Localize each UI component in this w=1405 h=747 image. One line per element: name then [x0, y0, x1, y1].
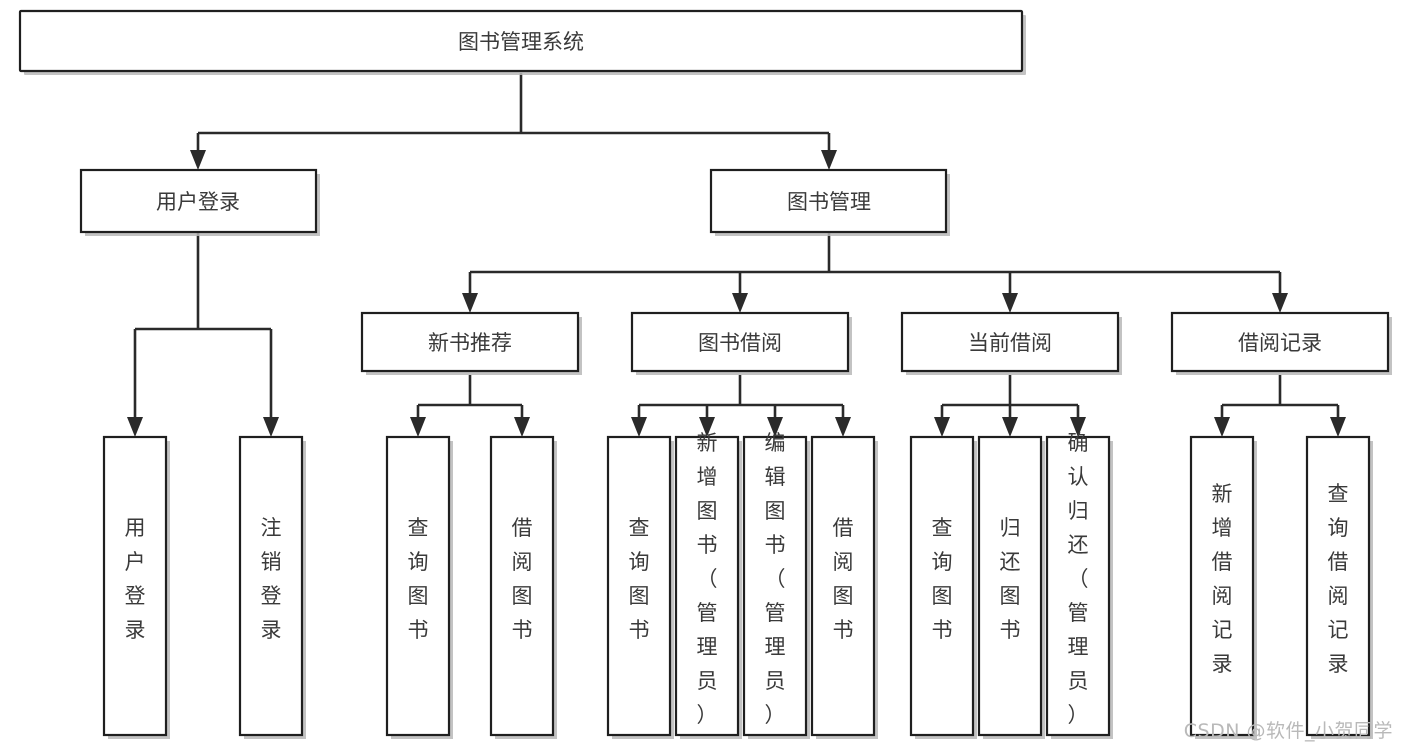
leaf-new-book-0[interactable]: 查询图书	[385, 435, 453, 739]
book-management-label: 图书管理	[787, 190, 871, 214]
leaf-new-book-1[interactable]: 借阅图书	[489, 435, 557, 739]
arrow-newbook-c1	[410, 417, 426, 437]
leaf-new-book-0-box[interactable]	[385, 435, 451, 737]
arrow-current-c1	[934, 417, 950, 437]
leaf-borrow-record-0-label: 新增借阅记录	[1212, 482, 1233, 676]
user-login-box[interactable]	[79, 168, 318, 234]
leaf-current-borrow-1-box[interactable]	[977, 435, 1043, 737]
arrow-root-to-user-login	[190, 150, 206, 170]
leaf-new-book-0-label: 查询图书	[408, 516, 429, 642]
leaf-current-borrow-0-label: 查询图书	[932, 516, 953, 642]
root-label: 图书管理系统	[458, 30, 584, 54]
leaf-user-login-0[interactable]: 用户登录	[102, 435, 170, 739]
book-borrow-label: 图书借阅	[698, 331, 782, 355]
arrow-root-to-book-mgmt	[821, 150, 837, 170]
arrow-current-c2	[1002, 417, 1018, 437]
arrow-userlogin-c1	[127, 417, 143, 437]
leaf-borrow-record-1-box[interactable]	[1305, 435, 1371, 737]
leaf-book-borrow-1[interactable]: 新增图书（管理员）	[674, 431, 742, 739]
leaf-borrow-record-1-label: 查询借阅记录	[1328, 482, 1349, 676]
book-borrow-box[interactable]	[630, 311, 850, 373]
leaf-current-borrow-0[interactable]: 查询图书	[909, 435, 977, 739]
node-borrow-record[interactable]: 借阅记录	[1170, 311, 1392, 375]
arrow-bookmgmt-c3	[1002, 293, 1018, 313]
leaf-book-borrow-1-label: 新增图书（管理员）	[697, 431, 718, 727]
leaf-book-borrow-2-label: 编辑图书（管理员）	[765, 431, 786, 727]
leaf-book-borrow-0[interactable]: 查询图书	[606, 435, 674, 739]
leaf-user-login-1-box[interactable]	[238, 435, 304, 737]
leaf-book-borrow-0-label: 查询图书	[629, 516, 650, 642]
new-book-recommend-label: 新书推荐	[428, 331, 512, 355]
borrow-record-box[interactable]	[1170, 311, 1390, 373]
leaf-borrow-record-1[interactable]: 查询借阅记录	[1305, 435, 1373, 739]
root-box[interactable]	[18, 9, 1024, 73]
current-borrow-box[interactable]	[900, 311, 1120, 373]
node-current-borrow[interactable]: 当前借阅	[900, 311, 1122, 375]
book-management-box[interactable]	[709, 168, 948, 234]
arrow-record-c2	[1330, 417, 1346, 437]
leaf-book-borrow-3[interactable]: 借阅图书	[810, 435, 878, 739]
leaf-book-borrow-3-label: 借阅图书	[833, 516, 854, 642]
arrow-current-c3	[1070, 417, 1086, 437]
connectors-layer	[127, 73, 1346, 437]
node-root[interactable]: 图书管理系统	[18, 9, 1026, 75]
leaf-current-borrow-1[interactable]: 归还图书	[977, 435, 1045, 739]
leaf-book-borrow-2-box[interactable]	[742, 435, 808, 737]
arrow-record-c1	[1214, 417, 1230, 437]
node-book-borrow[interactable]: 图书借阅	[630, 311, 852, 375]
leaf-new-book-1-box[interactable]	[489, 435, 555, 737]
leaf-current-borrow-0-box[interactable]	[909, 435, 975, 737]
leaf-current-borrow-2-box[interactable]	[1045, 435, 1111, 737]
arrow-borrow-c2	[699, 417, 715, 437]
leaf-borrow-record-0-box[interactable]	[1189, 435, 1255, 737]
leaf-user-login-0-box[interactable]	[102, 435, 168, 737]
leaf-user-login-1[interactable]: 注销登录	[238, 435, 306, 739]
current-borrow-label: 当前借阅	[968, 331, 1052, 355]
arrow-bookmgmt-c4	[1272, 293, 1288, 313]
leaf-current-borrow-2[interactable]: 确认归还（管理员）	[1045, 431, 1113, 739]
leaf-book-borrow-0-box[interactable]	[606, 435, 672, 737]
leaf-book-borrow-2[interactable]: 编辑图书（管理员）	[742, 431, 810, 739]
borrow-record-label: 借阅记录	[1238, 331, 1322, 355]
leaf-user-login-0-label: 用户登录	[125, 516, 146, 642]
arrow-borrow-c4	[835, 417, 851, 437]
arrow-bookmgmt-c1	[462, 293, 478, 313]
node-user-login[interactable]: 用户登录	[79, 168, 320, 236]
leaf-current-borrow-1-label: 归还图书	[1000, 516, 1021, 642]
leaf-user-login-1-label: 注销登录	[261, 516, 282, 642]
leaf-current-borrow-2-label: 确认归还（管理员）	[1068, 431, 1089, 727]
arrow-bookmgmt-c2	[732, 293, 748, 313]
leaf-book-borrow-1-box[interactable]	[674, 435, 740, 737]
node-book-management[interactable]: 图书管理	[709, 168, 950, 236]
leaf-borrow-record-0[interactable]: 新增借阅记录	[1189, 435, 1257, 739]
watermark-text: CSDN @软件_小贺同学	[1183, 720, 1393, 742]
leaf-new-book-1-label: 借阅图书	[512, 516, 533, 642]
arrow-userlogin-c2	[263, 417, 279, 437]
leaf-book-borrow-3-box[interactable]	[810, 435, 876, 737]
arrow-borrow-c3	[767, 417, 783, 437]
node-new-book-recommend[interactable]: 新书推荐	[360, 311, 582, 375]
arrow-newbook-c2	[514, 417, 530, 437]
arrow-borrow-c1	[631, 417, 647, 437]
user-login-label: 用户登录	[156, 190, 240, 214]
new-book-recommend-box[interactable]	[360, 311, 580, 373]
